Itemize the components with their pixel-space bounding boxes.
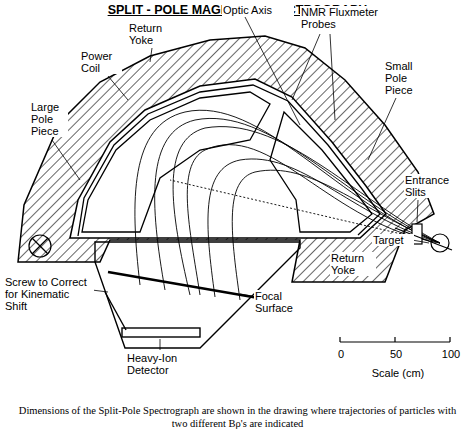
part-label: Target bbox=[372, 234, 414, 246]
part-label: Return Yoke bbox=[128, 22, 176, 46]
illustration-stroke bbox=[122, 328, 200, 337]
part-label: NMR Fluxmeter Probes bbox=[300, 6, 398, 30]
illustration-stroke bbox=[135, 110, 440, 285]
illustration-stroke bbox=[105, 292, 126, 330]
illustration-stroke bbox=[92, 290, 108, 292]
figure-caption: Dimensions of the Split-Pole Spectrograp… bbox=[12, 404, 463, 430]
illustration-stroke bbox=[18, 36, 434, 282]
return-yoke bbox=[18, 36, 434, 282]
illustration-stroke bbox=[32, 238, 48, 254]
illustration-stroke bbox=[32, 238, 48, 254]
leader-lines bbox=[52, 17, 429, 350]
part-label: Large Pole Piece bbox=[30, 101, 68, 137]
illustration-stroke bbox=[449, 337, 450, 342]
illustration-stroke bbox=[330, 34, 335, 120]
illustration-stroke bbox=[270, 112, 372, 232]
illustration-stroke bbox=[417, 200, 418, 222]
illustration-stroke bbox=[78, 85, 380, 236]
illustration-stroke bbox=[240, 294, 252, 296]
part-label: Entrance Slits bbox=[404, 174, 456, 198]
illustration-stroke bbox=[412, 240, 429, 243]
particle-trajectories bbox=[135, 110, 440, 300]
part-label: Focal Surface bbox=[254, 290, 306, 314]
scale-bar bbox=[340, 337, 450, 342]
part-label: Screw to Correct for Kinematic Shift bbox=[4, 276, 94, 312]
illustration-stroke bbox=[368, 98, 396, 160]
illustration-stroke bbox=[52, 140, 80, 180]
illustration-stroke bbox=[394, 337, 395, 342]
scale-label: Scale (cm) bbox=[362, 367, 434, 379]
illustration-stroke bbox=[187, 145, 440, 295]
illustration-stroke bbox=[150, 48, 152, 62]
screw-and-target bbox=[29, 224, 452, 257]
scale-number: 0 bbox=[332, 348, 350, 360]
part-label: Power Coil bbox=[80, 50, 122, 74]
illustration-stroke bbox=[108, 272, 270, 300]
part-label: Small Pole Piece bbox=[384, 60, 422, 96]
part-label: Return Yoke bbox=[330, 252, 376, 276]
part-label: Heavy-Ion Detector bbox=[126, 352, 196, 376]
pole-pieces bbox=[78, 85, 380, 236]
scale-number: 100 bbox=[434, 348, 468, 360]
illustration-stroke bbox=[339, 337, 340, 342]
illustration-stroke bbox=[155, 118, 440, 290]
illustration-stroke bbox=[108, 76, 128, 100]
illustration-stroke bbox=[292, 34, 320, 100]
illustration-stroke bbox=[160, 339, 161, 350]
illustration-stroke bbox=[29, 235, 51, 257]
part-label: Optic Axis bbox=[222, 4, 294, 16]
illustration-stroke bbox=[173, 127, 440, 295]
scale-number: 50 bbox=[383, 348, 409, 360]
illustration-stroke bbox=[245, 17, 300, 125]
